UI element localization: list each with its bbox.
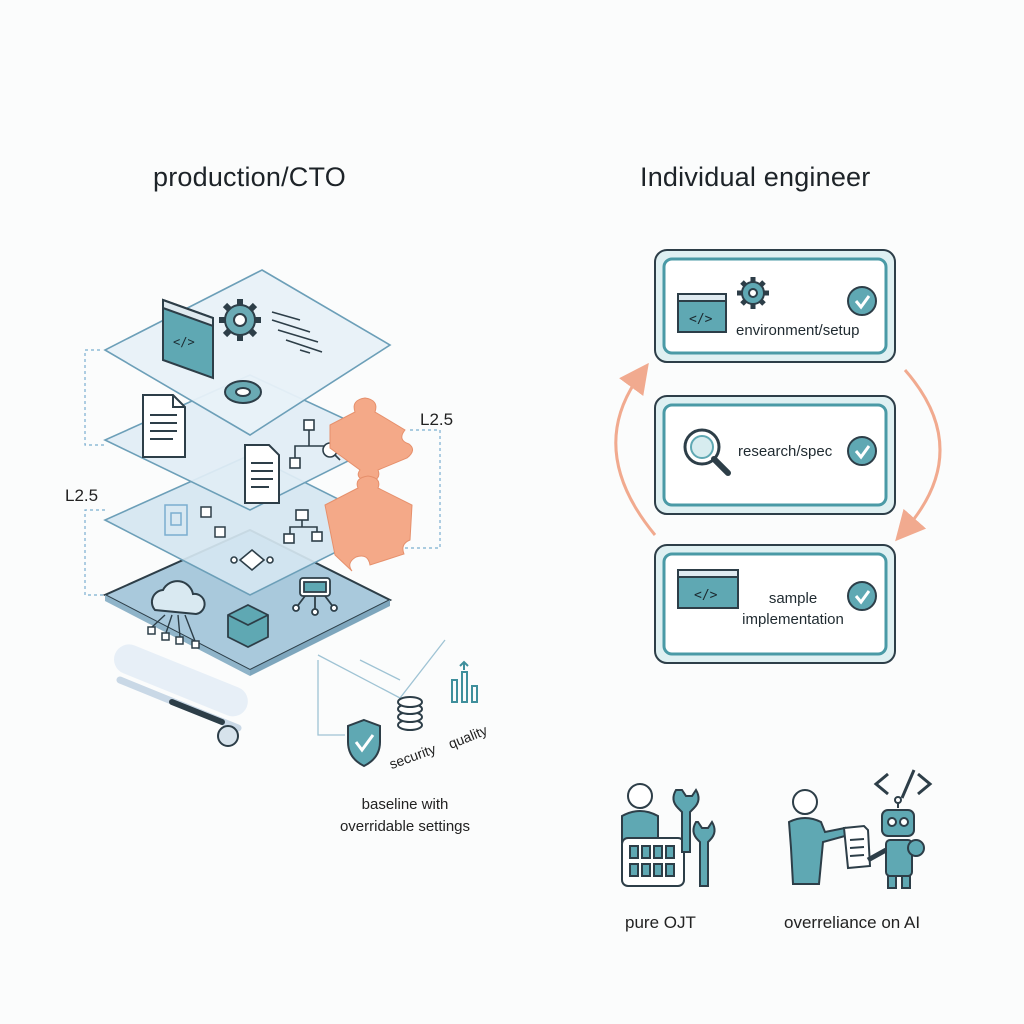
step-label-environment: environment/setup (736, 322, 860, 339)
puzzle-icon (324, 475, 413, 572)
right-column-title: Individual engineer (640, 162, 871, 192)
step-label-research: research/spec (738, 443, 833, 460)
check-icon (847, 581, 877, 611)
step-label-implementation-line1: sample (768, 590, 818, 607)
flowchart-icon (283, 509, 323, 544)
shield-icon (347, 718, 381, 768)
code-lines-icon (271, 311, 323, 354)
svg-text:</>: </> (689, 312, 713, 327)
level-bracket-left (84, 349, 105, 596)
svg-text:</>: </> (694, 588, 718, 603)
code-window-icon: </> (162, 298, 214, 380)
document-icon (142, 394, 186, 458)
coins-icon (397, 696, 423, 731)
caption-line-1: baseline with (361, 796, 449, 813)
svg-text:</>: </> (173, 335, 195, 349)
cycle-arrow-left (614, 362, 657, 536)
person-icon (621, 783, 659, 843)
level-bracket-right (405, 429, 441, 549)
code-window-icon: </> (677, 569, 739, 609)
stack-layer-specification (103, 374, 392, 511)
magnifier-icon (683, 428, 731, 476)
robot-icon (866, 796, 925, 889)
stack-layer-environment: </> (103, 269, 392, 436)
gear-icon (737, 277, 769, 309)
paper-icon (842, 824, 872, 870)
cube-network-icon (164, 504, 226, 538)
puzzle-icon (329, 397, 413, 483)
gear-icon (219, 299, 261, 341)
server-node-icon (292, 577, 338, 616)
level-label-right: L2.5 (420, 410, 454, 429)
code-window-icon: </> (677, 293, 727, 333)
diamond-node-icon (230, 548, 274, 572)
stack-layer-infrastructure (102, 528, 393, 676)
connector-lines (317, 639, 446, 736)
cycle-arrow-right (895, 369, 942, 542)
slider-icon (114, 644, 248, 747)
check-icon (847, 286, 877, 316)
cloud-icon (147, 580, 206, 649)
cube-network-icon (227, 603, 269, 649)
level-label-left: L2.5 (65, 486, 99, 505)
gear-icon (224, 380, 262, 404)
caption-pure-ojt: pure OJT (625, 913, 696, 932)
person-icon (787, 789, 846, 885)
toolbox-icon (621, 837, 685, 887)
step-box-research (654, 395, 896, 515)
check-icon (847, 436, 877, 466)
caption-overreliance-ai: overreliance on AI (784, 913, 921, 932)
caption-line-2: overridable settings (339, 818, 471, 835)
chart-arrow-icon (451, 660, 478, 703)
document-icon (244, 444, 280, 504)
step-label-implementation-line2: implementation (742, 611, 844, 628)
left-column-title: production/CTO (153, 162, 346, 192)
wrench-icon (672, 788, 716, 887)
code-brackets-icon (873, 769, 933, 799)
